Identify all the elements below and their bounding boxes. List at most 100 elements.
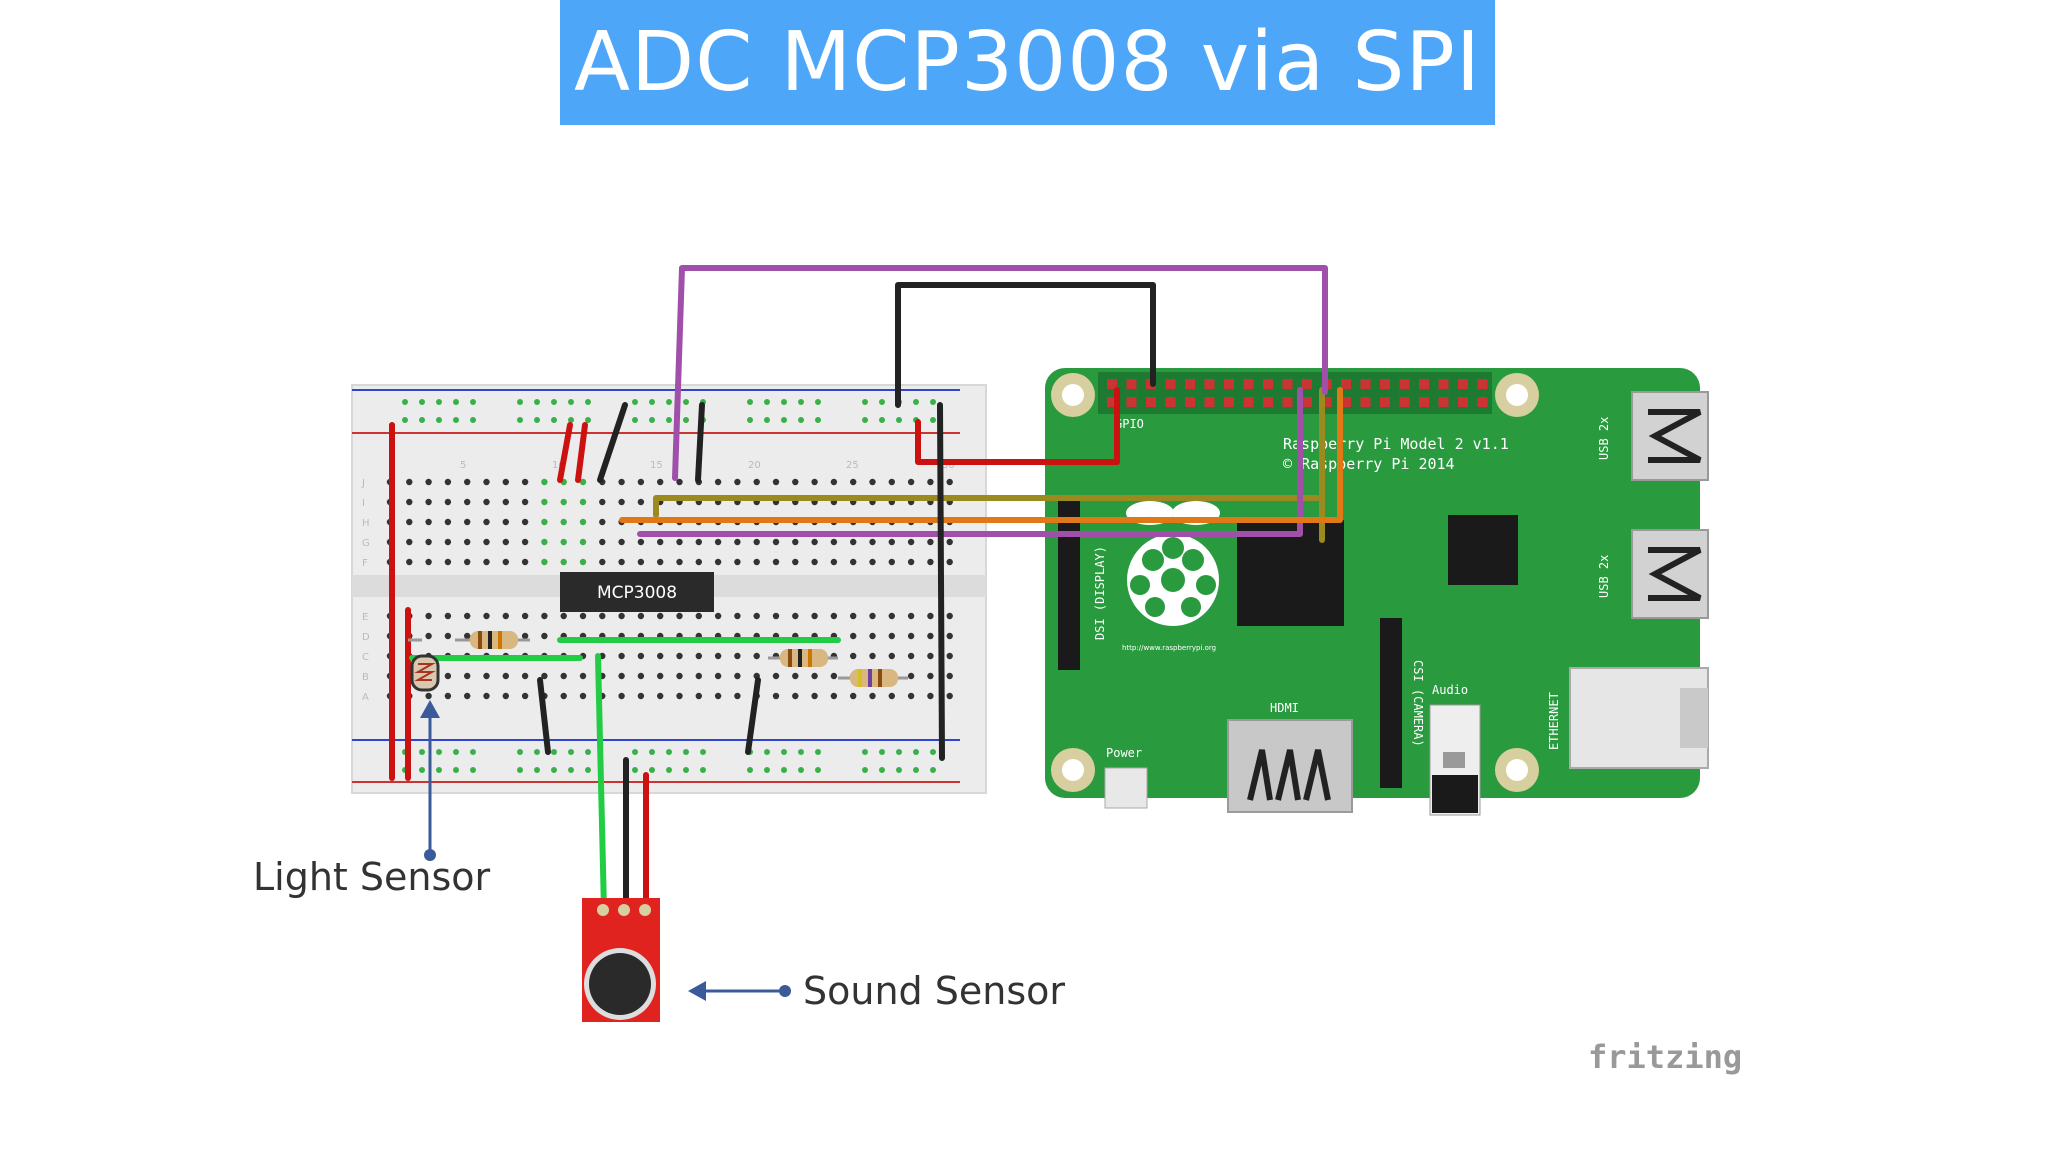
breadboard-hole [464, 672, 471, 680]
wire-green-sound [595, 653, 607, 913]
rail-hole [568, 749, 574, 755]
breadboard-hole [676, 652, 683, 660]
breadboard-hole [637, 558, 645, 566]
breadboard-hole [869, 652, 876, 660]
rail-hole [419, 417, 425, 423]
breadboard-hole [753, 652, 760, 660]
col-number-25: 25 [846, 460, 859, 471]
breadboard-hole [560, 612, 567, 620]
breadboard-hole [869, 632, 876, 640]
rail-hole [649, 399, 655, 405]
audio-jack-hole [1443, 752, 1465, 768]
breadboard-hole [657, 478, 664, 486]
breadboard-hole [618, 498, 625, 506]
breadboard-hole [579, 558, 587, 566]
gpio-pin [1243, 379, 1254, 389]
breadboard-hole [714, 538, 722, 546]
ethernet-port-plug [1680, 688, 1708, 748]
gpio-pin [1282, 379, 1293, 389]
breadboard-hole [830, 612, 838, 620]
gpio-pin [1282, 397, 1293, 407]
breadboard-hole [772, 612, 780, 620]
breadboard-hole [676, 692, 683, 700]
breadboard-hole [830, 692, 838, 700]
breadboard-labels: J I H G F E D C B A 5 10 15 20 25 30 [361, 460, 955, 703]
breadboard-hole [483, 558, 490, 566]
wire-purple-top [672, 265, 1328, 481]
breadboard-hole [792, 672, 799, 680]
rail-hole [781, 749, 787, 755]
breadboard-hole [483, 672, 490, 680]
rail-hole [862, 749, 868, 755]
breadboard-hole [888, 652, 895, 660]
breadboard-hole [599, 612, 606, 620]
csi-label: CSI (CAMERA) [1411, 660, 1425, 747]
usb-port-1-symbol [1648, 409, 1702, 463]
rail-hole [436, 399, 442, 405]
breadboard-hole [425, 612, 432, 620]
breadboard-hole [772, 558, 780, 566]
breadboard-hole [714, 612, 722, 620]
breadboard-hole [637, 498, 645, 506]
micro-usb-power-port [1104, 767, 1148, 809]
breadboard-hole [521, 612, 529, 620]
breadboard-hole [406, 558, 413, 566]
breadboard-hole [695, 692, 702, 700]
breadboard-hole [444, 558, 452, 566]
breadboard-hole [734, 612, 741, 620]
breadboard-hole [695, 652, 702, 660]
breadboard-hole [792, 692, 799, 700]
breadboard-hole [850, 558, 857, 566]
breadboard-hole [927, 692, 934, 700]
breadboard-hole [830, 558, 838, 566]
rail-hole [798, 767, 804, 773]
row-letter-g: G [362, 538, 370, 549]
hdmi-port-symbol [1247, 749, 1331, 801]
breadboard-hole [425, 538, 432, 546]
rail-hole [747, 399, 753, 405]
breadboard-hole [560, 498, 567, 506]
rail-hole [700, 767, 706, 773]
mount-hole-tl-inner [1062, 384, 1084, 406]
gpio-pin [1419, 379, 1429, 389]
gpio-pin [1224, 379, 1234, 389]
usb-port-2 [1631, 529, 1709, 619]
breadboard-hole [869, 478, 876, 486]
breadboard-hole [927, 632, 934, 640]
row-letter-d: D [362, 632, 370, 643]
breadboard-hole [907, 672, 915, 680]
breadboard-hole [483, 518, 490, 526]
wire-black-short-3 [537, 677, 551, 755]
rail-hole [585, 767, 591, 773]
breadboard-hole [676, 672, 683, 680]
breadboard-hole [927, 612, 934, 620]
breadboard-hole [772, 478, 780, 486]
rail-hole [453, 767, 459, 773]
rail-hole [764, 749, 770, 755]
mcp3008-chip: MCP3008 [560, 572, 714, 612]
sound-sensor-callout: Sound Sensor [688, 969, 1065, 1013]
breadboard-hole [521, 538, 529, 546]
breadboard-hole [869, 612, 876, 620]
breadboard-hole [695, 672, 702, 680]
audio-jack-body [1432, 775, 1478, 813]
rail-hole [798, 399, 804, 405]
breadboard-hole [907, 612, 915, 620]
breadboard-hole [579, 612, 587, 620]
gpio-pin [1263, 379, 1273, 389]
wire-black-short-2 [695, 402, 705, 483]
breadboard-hole [618, 538, 625, 546]
chip-label: MCP3008 [597, 583, 677, 603]
gpio-pin [1380, 379, 1390, 389]
rail-hole [402, 417, 408, 423]
breadboard-hole [502, 612, 509, 620]
breadboard-hole [579, 538, 587, 546]
breadboard-hole [444, 612, 452, 620]
breadboard-hole [444, 498, 452, 506]
breadboard-hole [502, 518, 509, 526]
breadboard-hole [464, 518, 471, 526]
breadboard-hole [850, 652, 857, 660]
breadboard-hole [637, 652, 645, 660]
rail-hole [683, 767, 689, 773]
breadboard-hole [811, 672, 818, 680]
